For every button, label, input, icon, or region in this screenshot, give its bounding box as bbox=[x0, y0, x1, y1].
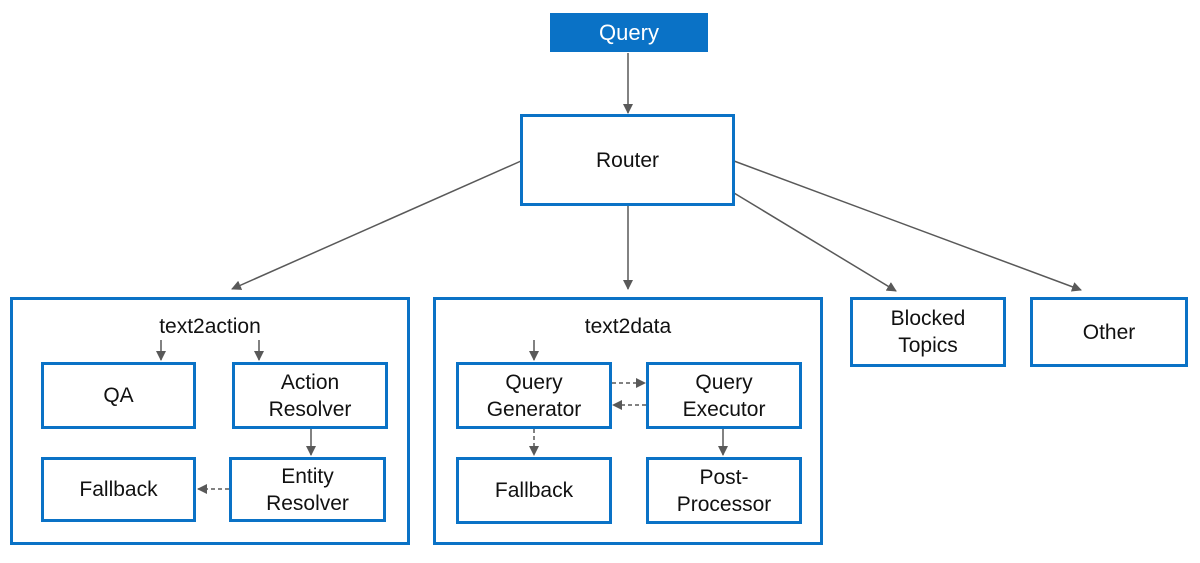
router-node: Router bbox=[520, 114, 735, 206]
text2action-action-resolver-node: Action Resolver bbox=[232, 362, 388, 429]
edge-router-text2action bbox=[231, 160, 522, 290]
text2data-title: text2data bbox=[584, 315, 672, 338]
text2action-title: text2action bbox=[159, 315, 261, 338]
text2action-qa-node: QA bbox=[41, 362, 196, 429]
text2data-query-executor-node: Query Executor bbox=[646, 362, 802, 429]
edge-router-other bbox=[733, 160, 1082, 292]
text2action-group bbox=[10, 297, 410, 545]
blocked-topics-node: Blocked Topics bbox=[850, 297, 1006, 367]
text2action-fallback-node: Fallback bbox=[41, 457, 196, 522]
query-node: Query bbox=[550, 13, 708, 52]
text2action-entity-resolver-node: Entity Resolver bbox=[229, 457, 386, 522]
other-node: Other bbox=[1030, 297, 1188, 367]
text2data-group bbox=[433, 297, 823, 545]
edge-router-blocked-topics bbox=[733, 192, 897, 292]
text2data-query-generator-node: Query Generator bbox=[456, 362, 612, 429]
text2data-fallback-node: Fallback bbox=[456, 457, 612, 524]
text2data-post-processor-node: Post- Processor bbox=[646, 457, 802, 524]
